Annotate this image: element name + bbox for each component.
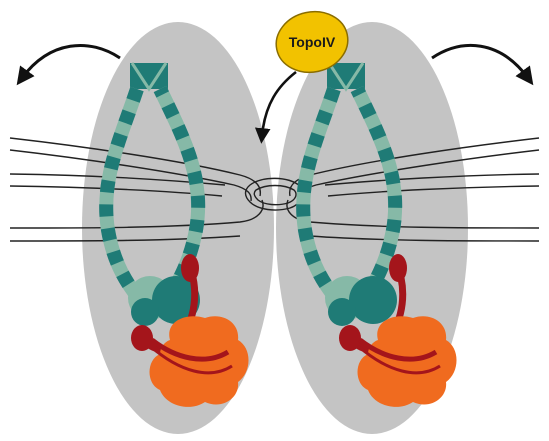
right-kleisin-knob-top	[389, 254, 407, 282]
right-head-dark-2	[328, 298, 356, 326]
left-head-dark-2	[131, 298, 159, 326]
topoiv-label: TopoIV	[289, 34, 336, 50]
left-kleisin-knob-top	[181, 254, 199, 282]
curved-arrow-left-icon	[22, 45, 120, 78]
right-head-dark	[349, 276, 397, 324]
curved-arrow-right-icon	[432, 45, 528, 78]
